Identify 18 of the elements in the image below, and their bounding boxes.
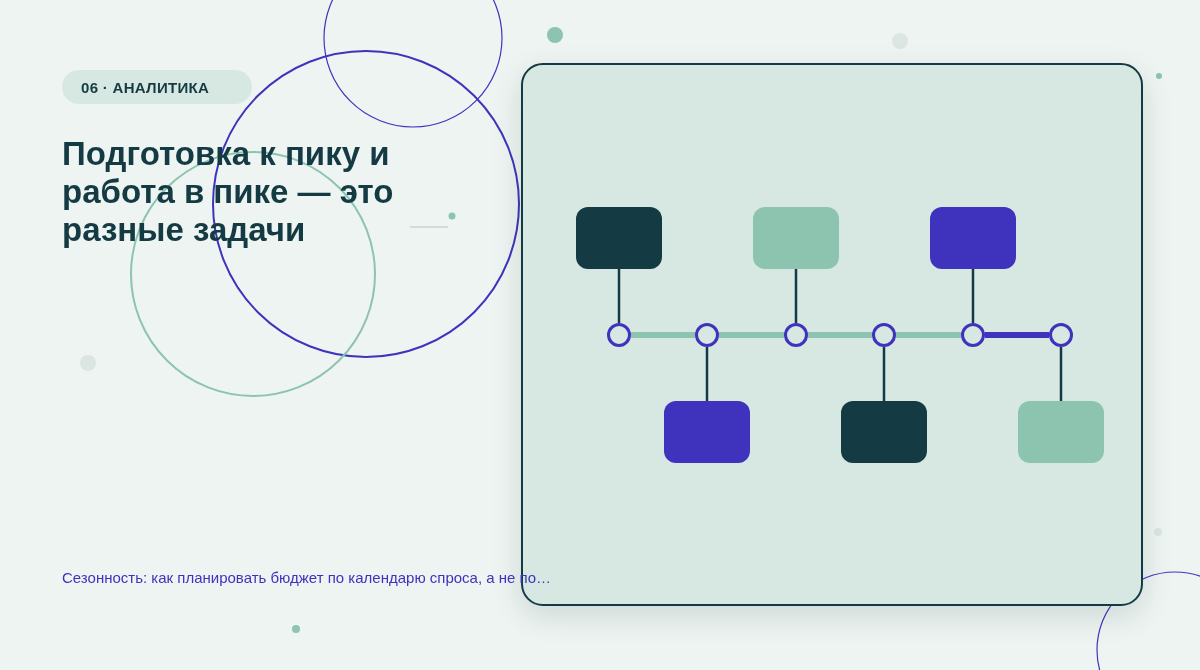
event-block (841, 401, 927, 463)
connector-line (1059, 347, 1063, 401)
timeline-segment (985, 332, 1049, 338)
connector-line (882, 347, 886, 401)
timeline-segment (631, 332, 695, 338)
connector-line (617, 269, 621, 323)
category-badge: 06 · АНАЛИТИКА (62, 70, 252, 104)
timeline-segment (808, 332, 872, 338)
event-block (664, 401, 750, 463)
timeline-segment (719, 332, 784, 338)
event-block (753, 207, 839, 269)
connector-line (971, 269, 975, 323)
event-block (930, 207, 1016, 269)
event-block (1018, 401, 1104, 463)
connector-line (705, 347, 709, 401)
event-block (576, 207, 662, 269)
timeline-segment (896, 332, 961, 338)
connector-line (794, 269, 798, 323)
